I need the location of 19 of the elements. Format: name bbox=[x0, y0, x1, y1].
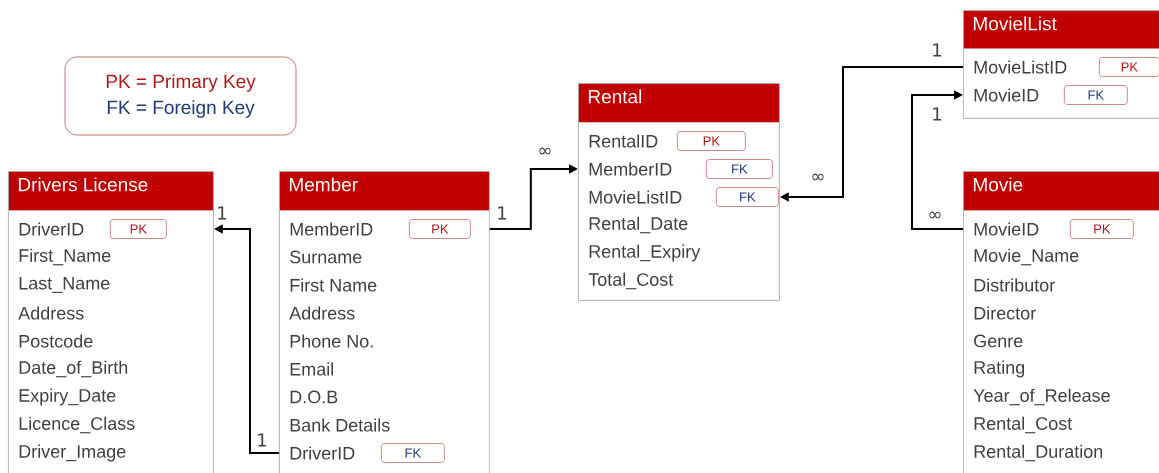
relationship-arrow bbox=[911, 90, 964, 230]
key-badge: PK bbox=[110, 219, 167, 239]
cardinality-label: ∞ bbox=[539, 147, 551, 155]
cardinality-label: 1 bbox=[218, 206, 227, 220]
key-badge: FK bbox=[381, 443, 445, 463]
cardinality-label: 1 bbox=[258, 433, 267, 447]
cardinality-label: 1 bbox=[498, 206, 507, 220]
legend-box: PK = Primary Key FK = Foreign Key bbox=[64, 56, 297, 136]
key-badge: PK bbox=[409, 219, 471, 239]
key-badge: PK bbox=[1099, 57, 1159, 77]
key-badge: FK bbox=[1064, 85, 1128, 105]
cardinality-label: ∞ bbox=[812, 173, 824, 181]
cardinality-label: 1 bbox=[933, 107, 942, 121]
key-badge: PK bbox=[1070, 219, 1134, 239]
key-badge: FK bbox=[706, 159, 773, 179]
key-badge: FK bbox=[716, 187, 779, 207]
cardinality-label: 1 bbox=[933, 43, 942, 57]
key-badge: PK bbox=[677, 131, 746, 151]
cardinality-label: ∞ bbox=[929, 211, 941, 219]
